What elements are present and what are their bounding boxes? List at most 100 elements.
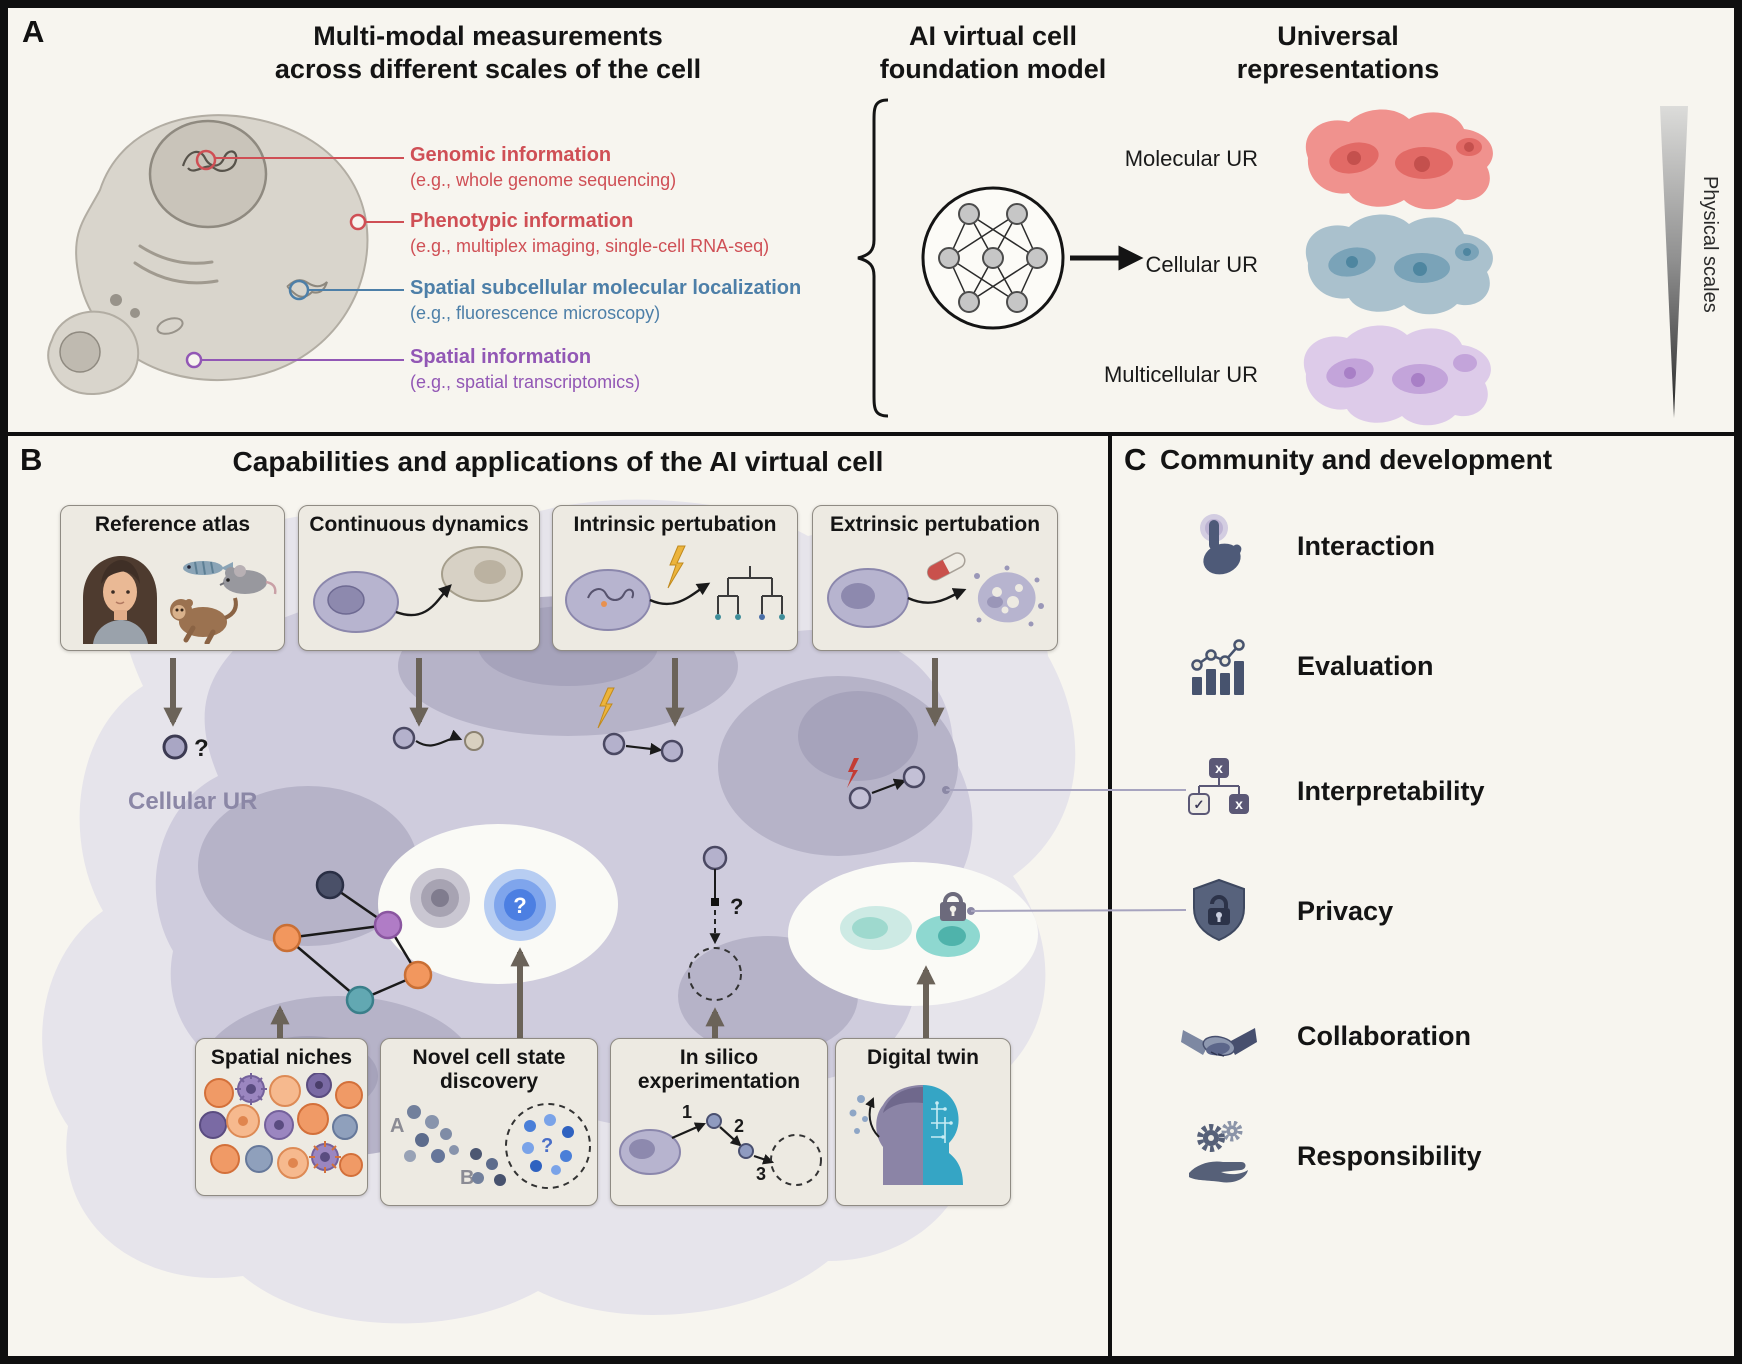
card-reference-atlas: Reference atlas — [60, 505, 285, 651]
step-3-label: 3 — [756, 1164, 766, 1184]
card-title: Spatial niches — [210, 1046, 353, 1069]
callout-phenotypic: Phenotypic information (e.g., multiplex … — [410, 210, 769, 257]
callout-title: Spatial information — [410, 346, 592, 368]
panel-b-label: B — [20, 442, 43, 477]
dynamics-trajectory — [392, 726, 484, 751]
cell-illustration — [47, 114, 369, 395]
insilico-latent-chain: ? — [688, 845, 743, 1001]
top-card-arrows — [163, 658, 945, 727]
handshake-icon — [1167, 1008, 1271, 1064]
tree-node-x: x — [1215, 760, 1223, 776]
panel-b-capabilities: B Capabilities and applications of the A… — [8, 436, 1112, 1356]
shield-lock-icon — [1167, 876, 1271, 946]
intrinsic-perturbation-art — [564, 545, 785, 631]
monkey-illustration — [170, 596, 238, 644]
callout-subtitle: (e.g., multiplex imaging, single-cell RN… — [410, 236, 770, 256]
digital-half-silhouette — [923, 1084, 963, 1185]
callout-spatial: Spatial information (e.g., spatial trans… — [410, 346, 640, 393]
cluster-a-label: A — [390, 1115, 404, 1137]
card-in-silico: In silico experimentation 1 2 3 — [610, 1038, 828, 1206]
extrinsic-perturbation-art — [826, 551, 1044, 628]
community-item-responsibility: Responsibility — [1167, 1110, 1482, 1202]
novel-cell-state-art: A B ? — [390, 1103, 591, 1190]
card-title: Reference atlas — [94, 513, 251, 536]
callout-title: Spatial subcellular molecular localizati… — [410, 277, 802, 299]
neural-network-icon — [921, 186, 1065, 330]
card-extrinsic-perturbation: Extrinsic pertubation — [812, 505, 1058, 651]
curly-brace — [857, 98, 889, 418]
multicellular-ur-label: Multicellular UR — [1103, 362, 1258, 387]
card-title: In silico experimentation — [637, 1046, 801, 1093]
virus-spikes — [235, 1072, 267, 1105]
molecular-ur-label: Molecular UR — [1124, 146, 1258, 171]
card-novel-cell-state: Novel cell state discovery A B ? — [380, 1038, 598, 1206]
callout-lines — [185, 149, 404, 369]
callout-title: Phenotypic information — [410, 210, 634, 232]
panel-c-community: C Community and development Interaction — [1112, 436, 1734, 1356]
bottom-card-arrows — [270, 947, 936, 1040]
pill-icon — [926, 551, 966, 581]
community-item-label: Responsibility — [1297, 1140, 1482, 1171]
extrinsic-perturbation-latent — [847, 758, 926, 810]
lock-icon — [940, 892, 966, 921]
card-spatial-niches: Spatial niches — [195, 1038, 368, 1196]
community-item-label: Collaboration — [1297, 1020, 1471, 1051]
reference-query-mark: ? — [194, 735, 209, 762]
tree-node-check: ✓ — [1194, 797, 1205, 812]
panel-b-title: Capabilities and applications of the AI … — [232, 446, 884, 477]
card-continuous-dynamics: Continuous dynamics — [298, 505, 540, 651]
card-title: Extrinsic pertubation — [829, 513, 1041, 536]
multicellular-ur-blob — [1303, 325, 1491, 426]
community-item-label: Privacy — [1297, 895, 1394, 926]
callout-title: Genomic information — [410, 144, 612, 166]
woman-half-silhouette — [876, 1084, 923, 1185]
spatial-marker — [185, 351, 203, 369]
woman-illustration — [83, 555, 157, 644]
cellular-ur-blob — [1305, 214, 1493, 315]
phenotypic-marker — [349, 213, 367, 231]
card-title: Intrinsic pertubation — [573, 513, 777, 536]
cellular-ur-space-label: Cellular UR — [128, 788, 258, 815]
lineage-tree — [716, 565, 783, 614]
novel-cluster-query-mark: ? — [541, 1135, 553, 1157]
gear-icon — [1197, 1124, 1225, 1152]
spatial-niche-graph — [272, 870, 433, 1015]
card-digital-twin: Digital twin — [835, 1038, 1011, 1206]
digital-twin-art — [849, 1084, 963, 1185]
universal-representations-title: Universal representations — [1236, 21, 1440, 84]
intrinsic-perturbation-latent — [597, 687, 684, 763]
callout-genomic: Genomic information (e.g., whole genome … — [410, 144, 676, 191]
community-item-label: Interaction — [1297, 530, 1436, 561]
mouse-illustration — [219, 564, 277, 594]
callout-subcellular: Spatial subcellular molecular localizati… — [410, 277, 801, 324]
community-item-privacy: Privacy — [1167, 865, 1393, 957]
community-item-label: Interpretability — [1297, 775, 1485, 806]
reference-query-cell: ? — [162, 734, 209, 762]
novel-cluster-outline — [505, 1103, 591, 1190]
card-intrinsic-perturbation: Intrinsic pertubation — [552, 505, 798, 651]
community-item-interpretability: x ✓ x Interpretability — [1167, 745, 1485, 837]
gear-icon-small — [1221, 1121, 1243, 1142]
circuit-lines — [931, 1102, 951, 1143]
panel-a-label: A — [22, 14, 45, 49]
novel-state-query-cell: ? — [484, 869, 556, 941]
community-item-evaluation: Evaluation — [1167, 620, 1434, 712]
in-silico-art: 1 2 3 — [619, 1102, 822, 1187]
step-1-label: 1 — [682, 1102, 692, 1122]
card-title: Novel cell state discovery — [412, 1046, 566, 1093]
callout-subtitle: (e.g., fluorescence microscopy) — [410, 303, 661, 323]
pointing-hand-icon — [1167, 511, 1271, 581]
bar-chart-icon — [1167, 631, 1271, 701]
embedded-cell — [410, 868, 470, 928]
community-item-interaction: Interaction — [1167, 500, 1435, 592]
molecular-ur-blob — [1305, 109, 1493, 210]
panel-a-multimodal-measurements: A Multi-modal measurements across differ… — [8, 8, 1734, 436]
continuous-dynamics-art — [313, 545, 523, 633]
community-item-collaboration: Collaboration — [1167, 990, 1471, 1082]
community-item-label: Evaluation — [1297, 650, 1434, 681]
decision-tree-icon: x ✓ x — [1167, 756, 1271, 826]
physical-scales-label: Physical scales — [1699, 176, 1721, 313]
callout-subtitle: (e.g., whole genome sequencing) — [410, 170, 677, 190]
digital-twin-latent — [840, 906, 980, 957]
